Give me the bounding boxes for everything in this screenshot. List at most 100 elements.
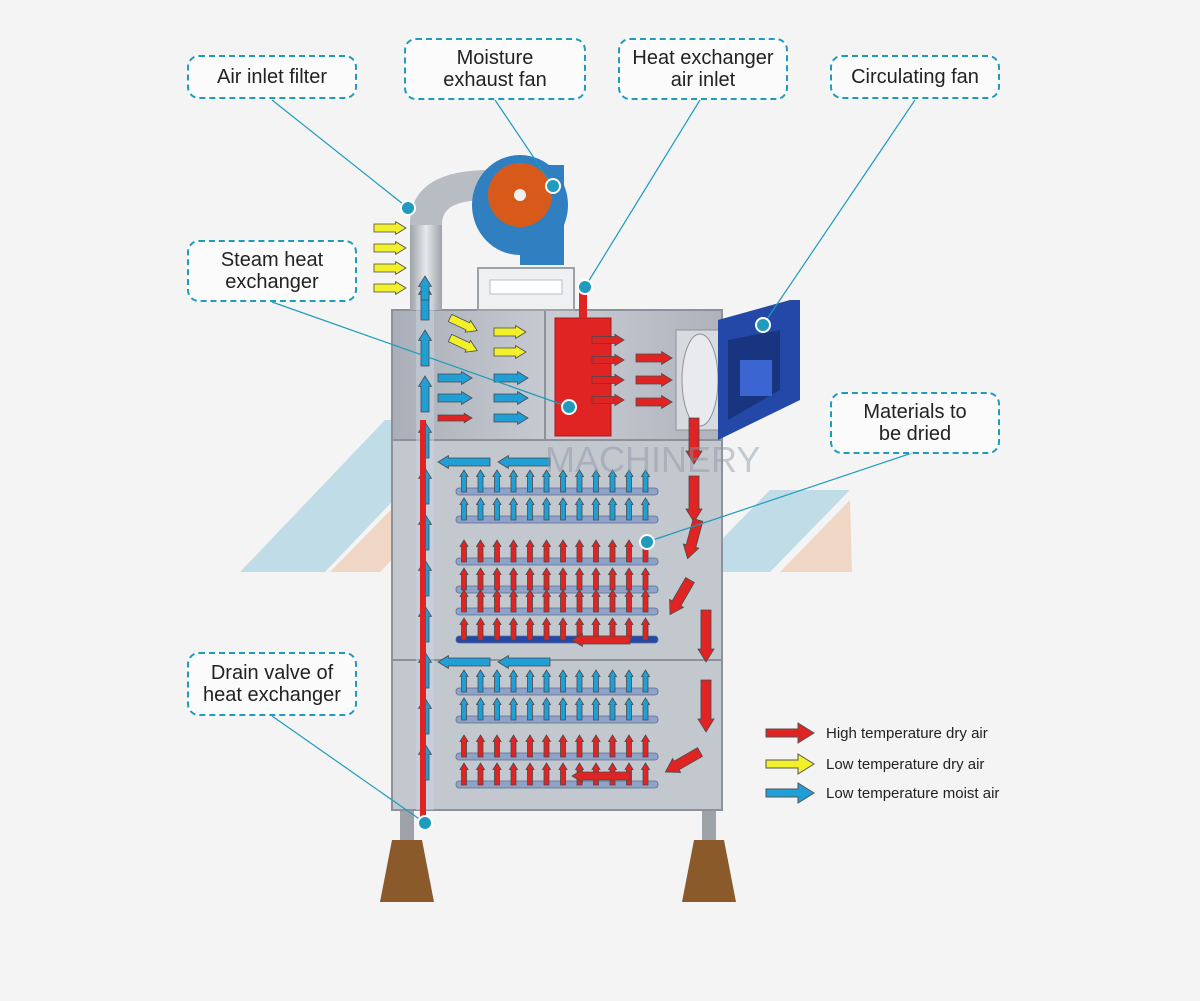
flow-arrow [459,734,469,758]
flow-arrow [497,454,551,470]
flow-arrow [492,589,502,613]
flow-arrow [447,313,478,333]
flow-arrow [459,567,469,591]
flow-arrow [492,617,502,641]
flow-arrow [558,762,568,786]
flow-arrow [475,539,486,563]
flow-arrow [591,373,625,387]
tray [455,557,659,566]
leader-line [584,99,701,288]
flow-arrow [437,370,473,386]
callout-heat-exchanger-air-inlet: Heat exchanger air inlet [618,38,788,100]
flow-arrow [574,669,585,693]
flow-arrow [574,539,585,563]
material-trays [455,487,659,789]
flow-arrow [541,589,552,613]
flow-arrow [459,697,469,721]
flow-arrow [492,497,502,521]
flow-arrow [591,669,601,693]
tray [455,752,659,761]
flow-arrow [475,567,486,591]
flow-arrow [525,617,535,641]
flow-arrow [607,539,618,563]
flow-arrow [558,589,568,613]
flow-arrow [591,567,601,591]
flow-arrow [437,454,491,470]
flow-arrow [417,275,433,301]
flow-arrow [685,475,703,523]
callout-air-inlet-filter: Air inlet filter [187,55,357,99]
flow-arrow [574,567,585,591]
flow-arrow [607,469,618,493]
flow-arrow [492,669,502,693]
flow-arrow [669,576,695,616]
flow-arrow [373,260,407,276]
flow-arrow [591,539,601,563]
flow-arrow [459,617,469,641]
leader-line [646,451,916,543]
machine-legs [380,800,736,902]
flow-arrow [475,697,486,721]
flow-arrow [508,567,519,591]
flow-arrow [508,734,519,758]
flow-arrow [591,497,601,521]
flow-arrow [558,697,568,721]
callout-label: Air inlet filter [216,66,328,88]
flow-arrow [607,669,618,693]
callout-dot [417,815,433,831]
flow-arrow [571,632,631,648]
flow-arrow [640,762,651,786]
red-arrow-icon [765,722,815,744]
flow-arrow [373,220,407,236]
callout-label: Moisture exhaust fan [443,47,547,91]
callout-dot [577,279,593,295]
flow-arrow [541,669,552,693]
flow-arrow [508,669,519,693]
callout-drain-valve: Drain valve of heat exchanger [187,652,357,716]
flow-arrow [591,353,625,367]
flow-arrow [508,469,519,493]
legend-label: Low temperature moist air [826,784,1000,802]
flow-arrow [492,469,502,493]
callout-label: Drain valve of heat exchanger [203,662,341,706]
flow-arrow [624,589,634,613]
flow-arrow [492,539,502,563]
flow-arrow [574,589,585,613]
callout-steam-heat-exchanger: Steam heat exchanger [187,240,357,302]
flow-arrow [475,589,486,613]
flow-arrow [541,539,552,563]
legend-item: Low temperature dry air [764,751,984,777]
flow-arrow [591,697,601,721]
flow-arrow [591,469,601,493]
flow-arrow [525,762,535,786]
flow-arrow [437,654,491,670]
flow-arrow [697,609,715,663]
tray [455,687,659,696]
legend-label: High temperature dry air [826,724,988,742]
flow-arrow [508,697,519,721]
flow-arrow [492,567,502,591]
flow-arrow [525,567,535,591]
flow-arrow [607,734,618,758]
flow-arrow [558,669,568,693]
flow-arrow [574,697,585,721]
callout-dot [755,317,771,333]
callout-circulating-fan: Circulating fan [830,55,1000,99]
legend-item: Low temperature moist air [764,780,999,806]
callout-label: Steam heat exchanger [220,249,324,293]
callout-dot [545,178,561,194]
flow-arrow [525,734,535,758]
flow-arrow [574,497,585,521]
tray [455,487,659,496]
flow-arrow [558,567,568,591]
flow-arrow [640,567,651,591]
flow-arrow [607,589,618,613]
flow-arrow [541,697,552,721]
flow-arrow [624,617,634,641]
flow-arrow [541,469,552,493]
tray [455,715,659,724]
flow-arrow [373,280,407,296]
flow-arrow [459,669,469,693]
flow-arrow [373,240,407,256]
